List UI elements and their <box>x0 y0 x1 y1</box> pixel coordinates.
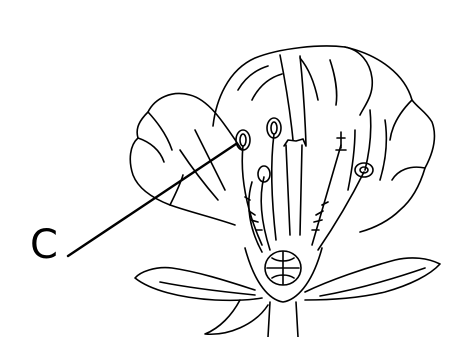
filament-3 <box>261 177 270 250</box>
sepal-left-inner <box>160 282 255 295</box>
anther-inner-1 <box>240 134 246 146</box>
stalk <box>268 302 298 337</box>
sepal-right-inner <box>320 268 425 296</box>
anther-4 <box>336 132 346 150</box>
filament-hairs <box>245 197 328 230</box>
sepal-left <box>135 268 262 301</box>
filament-2 <box>272 134 276 240</box>
label-c-pointer <box>68 144 236 256</box>
filament-5 <box>318 172 364 250</box>
anther-5 <box>355 163 373 177</box>
ovary-chambers <box>267 252 299 284</box>
sepal-front <box>205 300 268 334</box>
label-c: C <box>30 222 58 268</box>
sepal-right <box>305 258 440 300</box>
anther-inner-2 <box>271 122 277 134</box>
petal-upper <box>213 46 372 126</box>
petal-center-ridge <box>280 55 306 145</box>
style <box>286 145 302 235</box>
petal-right-vein <box>348 110 386 190</box>
petal-right-fold <box>390 100 425 180</box>
